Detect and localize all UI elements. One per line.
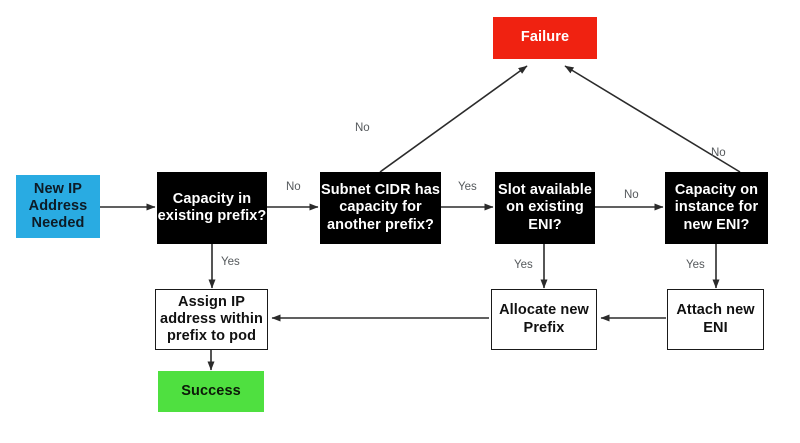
edge-label-subnet-cidr-no: No xyxy=(355,122,370,134)
node-label: Allocate new Prefix xyxy=(499,302,589,336)
node-allocate-new-prefix[interactable]: Allocate new Prefix xyxy=(491,289,597,350)
node-label: Slot available on existing ENI? xyxy=(497,182,593,233)
edge-label-slot-eni-no: No xyxy=(624,189,639,201)
node-attach-new-eni[interactable]: Attach new ENI xyxy=(667,289,764,350)
edge-subnet-cidr-no-to-failure xyxy=(379,65,528,173)
node-failure[interactable]: Failure xyxy=(493,17,597,59)
node-label: Subnet CIDR has capacity for another pre… xyxy=(320,182,441,233)
node-label: New IP Address Needed xyxy=(28,180,88,232)
node-new-ip-address-needed[interactable]: New IP Address Needed xyxy=(16,175,100,238)
node-label: Attach new ENI xyxy=(676,302,755,336)
node-label: Capacity on instance for new ENI? xyxy=(674,182,759,233)
node-assign-ip-address-within-prefix-to-pod[interactable]: Assign IP address within prefix to pod xyxy=(155,289,268,350)
edge-label-capacity-prefix-no: No xyxy=(286,181,301,193)
edge-label-instance-eni-no: No xyxy=(711,147,726,159)
edge-label-subnet-cidr-yes: Yes xyxy=(458,181,477,193)
node-label: Success xyxy=(181,382,241,399)
node-subnet-cidr-has-capacity[interactable]: Subnet CIDR has capacity for another pre… xyxy=(320,172,441,244)
node-capacity-in-existing-prefix[interactable]: Capacity in existing prefix? xyxy=(157,172,267,244)
edge-label-slot-eni-yes: Yes xyxy=(514,259,533,271)
edge-label-capacity-prefix-yes: Yes xyxy=(221,256,240,268)
node-capacity-on-instance-for-new-eni[interactable]: Capacity on instance for new ENI? xyxy=(665,172,768,244)
node-label: Failure xyxy=(520,29,570,46)
node-label: Assign IP address within prefix to pod xyxy=(160,293,263,345)
node-success[interactable]: Success xyxy=(158,371,264,412)
edge-label-instance-eni-yes: Yes xyxy=(686,259,705,271)
node-label: Capacity in existing prefix? xyxy=(157,190,267,224)
node-slot-available-on-existing-eni[interactable]: Slot available on existing ENI? xyxy=(495,172,595,244)
